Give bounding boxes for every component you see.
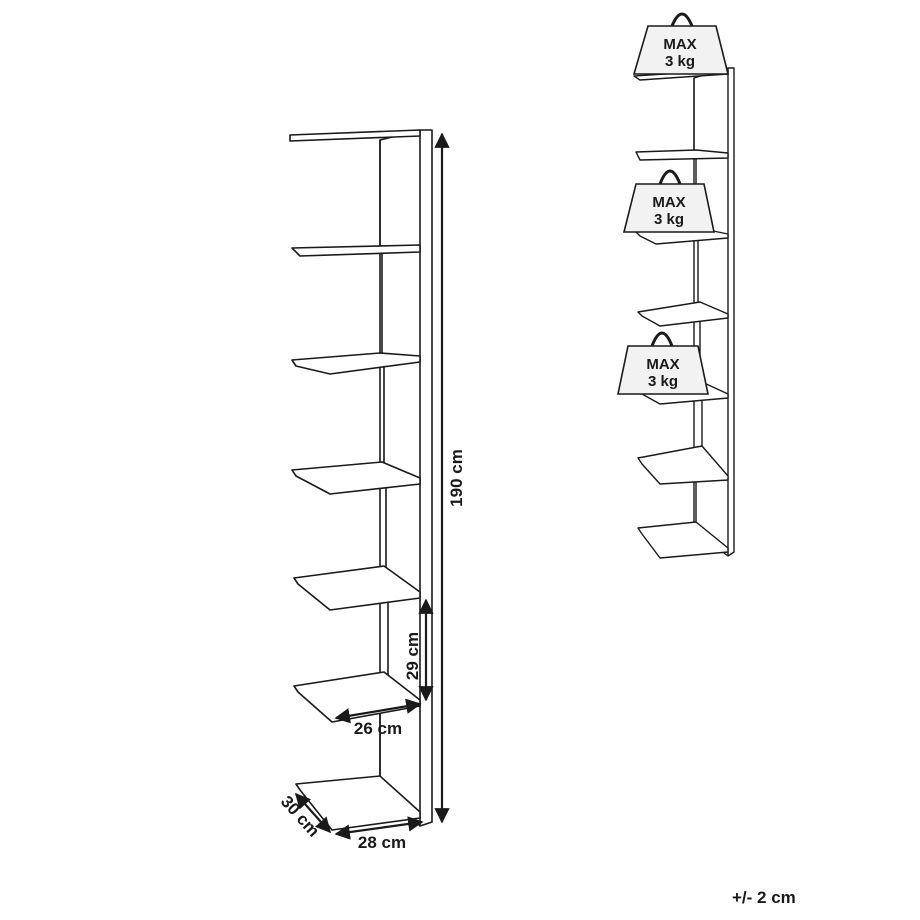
weight-icon: MAX 3 kg [617,331,709,395]
shelf-2 [291,244,421,257]
weight-3-line2: 3 kg [648,373,678,390]
small-shelf-6 [637,445,729,485]
shelf-width-label: 26 cm [354,719,402,738]
tolerance-label: +/- 2 cm [732,888,796,907]
small-shelf-4 [637,301,729,327]
spacing-label: 29 cm [403,632,422,680]
base-width-arrow [334,816,424,840]
small-shelf-7 [637,521,729,559]
dimension-lines [294,132,450,840]
weight-1-line2: 3 kg [665,53,695,70]
depth-arrow [294,792,332,834]
height-label: 190 cm [447,449,466,507]
weight-icon: MAX 3 kg [622,169,715,233]
small-shelf-unit [633,67,735,559]
base-width-label: 28 cm [358,833,406,852]
weight-1-line1: MAX [663,36,696,53]
weight-3-line1: MAX [646,356,679,373]
shelf-5 [293,565,421,611]
weight-icon: MAX 3 kg [632,12,730,75]
weight-2-line2: 3 kg [654,211,684,228]
shelf-3 [291,352,421,375]
shelf-1 [289,129,421,142]
shelf-width-arrow [334,698,422,724]
shelf-4 [291,461,421,495]
weight-2-line1: MAX [652,194,685,211]
small-shelf-2 [635,149,729,161]
